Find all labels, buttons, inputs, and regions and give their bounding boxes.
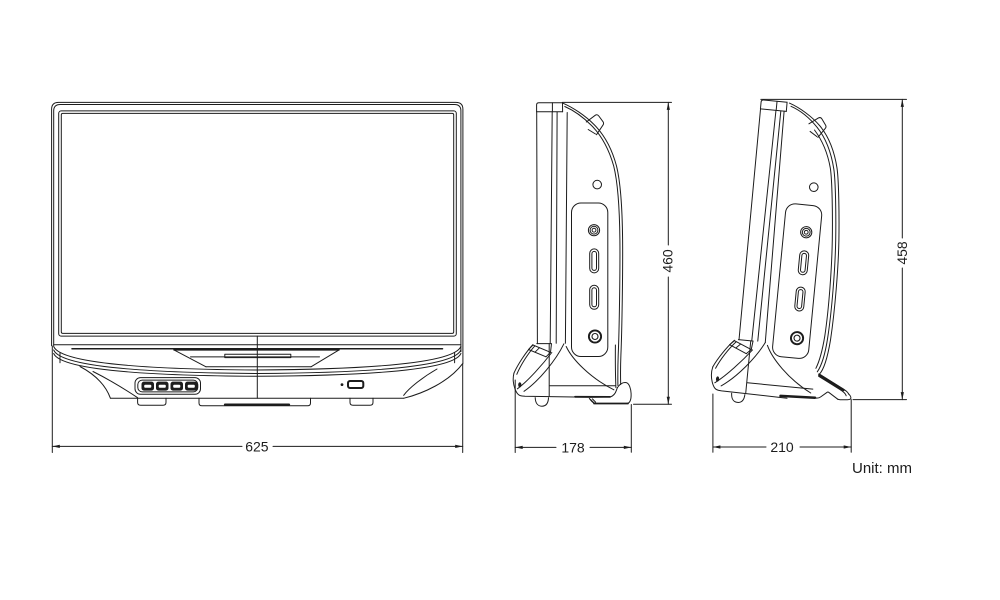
svg-text:178: 178 bbox=[561, 439, 585, 455]
svg-text:460: 460 bbox=[659, 249, 675, 273]
svg-text:458: 458 bbox=[894, 241, 910, 265]
svg-text:Unit: mm: Unit: mm bbox=[852, 460, 912, 477]
svg-text:210: 210 bbox=[770, 439, 794, 455]
svg-text:625: 625 bbox=[245, 438, 269, 454]
